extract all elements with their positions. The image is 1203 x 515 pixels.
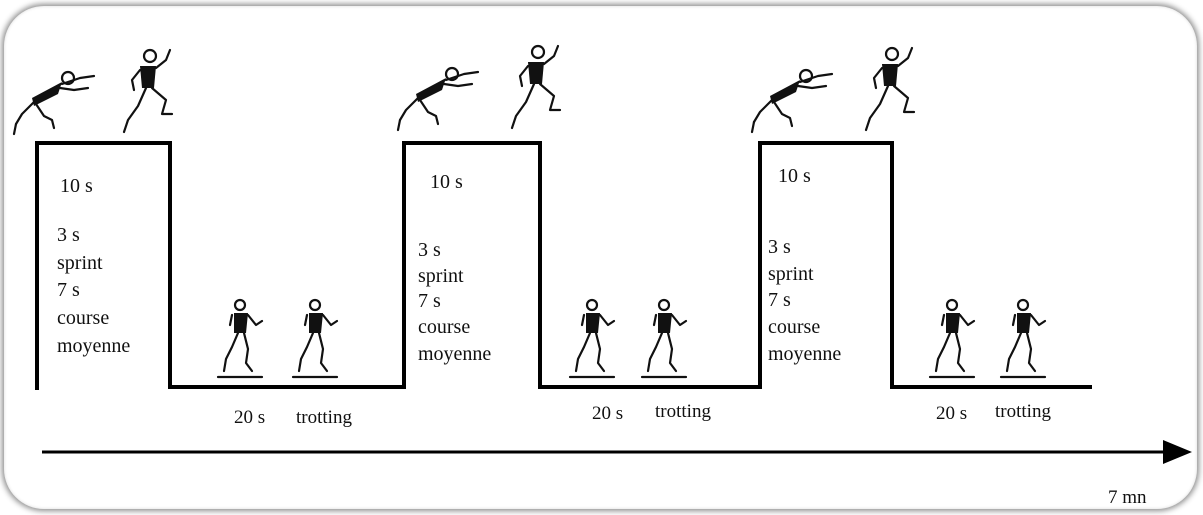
jogger-icon bbox=[999, 298, 1047, 379]
work-line: 3 s bbox=[768, 236, 791, 258]
jogger-icon bbox=[640, 298, 688, 379]
sprinter-icon bbox=[396, 66, 480, 132]
work-duration: 10 s bbox=[430, 171, 463, 193]
runner-icon bbox=[510, 44, 562, 130]
interval-3: 10 s 3 s sprint 7 s course moyenne 20 s … bbox=[750, 46, 1051, 424]
rest-duration: 20 s bbox=[234, 407, 265, 428]
sprinter-icon bbox=[750, 68, 834, 134]
work-line: sprint bbox=[57, 252, 103, 274]
work-duration: 10 s bbox=[778, 165, 811, 187]
work-line: course bbox=[768, 316, 820, 338]
work-line: 3 s bbox=[418, 239, 441, 261]
work-line: course bbox=[418, 316, 470, 338]
time-end-label: 7 mn bbox=[1108, 487, 1147, 508]
runner-icon bbox=[122, 48, 174, 134]
work-line: 7 s bbox=[57, 279, 80, 301]
rest-label: trotting bbox=[296, 407, 352, 428]
work-duration: 10 s bbox=[60, 175, 93, 197]
rest-label: trotting bbox=[655, 401, 711, 422]
rest-duration: 20 s bbox=[936, 403, 967, 424]
work-line: 7 s bbox=[768, 289, 791, 311]
work-line: moyenne bbox=[768, 343, 841, 365]
work-line: 3 s bbox=[57, 224, 80, 246]
work-line: moyenne bbox=[418, 343, 491, 365]
jogger-icon bbox=[216, 298, 264, 379]
time-axis-arrowhead bbox=[1163, 440, 1192, 464]
work-line: course bbox=[57, 307, 109, 329]
diagram-frame bbox=[4, 6, 1197, 509]
jogger-icon bbox=[291, 298, 339, 379]
sprinter-icon bbox=[12, 70, 96, 136]
runner-icon bbox=[864, 46, 916, 132]
work-line: 7 s bbox=[418, 290, 441, 312]
work-line: sprint bbox=[418, 265, 464, 287]
interval-1: 10 s 3 s sprint 7 s course moyenne 20 s … bbox=[12, 48, 352, 428]
rest-duration: 20 s bbox=[592, 403, 623, 424]
interval-waveform bbox=[35, 141, 1092, 390]
jogger-icon bbox=[568, 298, 616, 379]
work-line: moyenne bbox=[57, 335, 130, 357]
rest-label: trotting bbox=[995, 401, 1051, 422]
jogger-icon bbox=[928, 298, 976, 379]
work-line: sprint bbox=[768, 263, 814, 285]
interval-2: 10 s 3 s sprint 7 s course moyenne 20 s … bbox=[396, 44, 711, 424]
